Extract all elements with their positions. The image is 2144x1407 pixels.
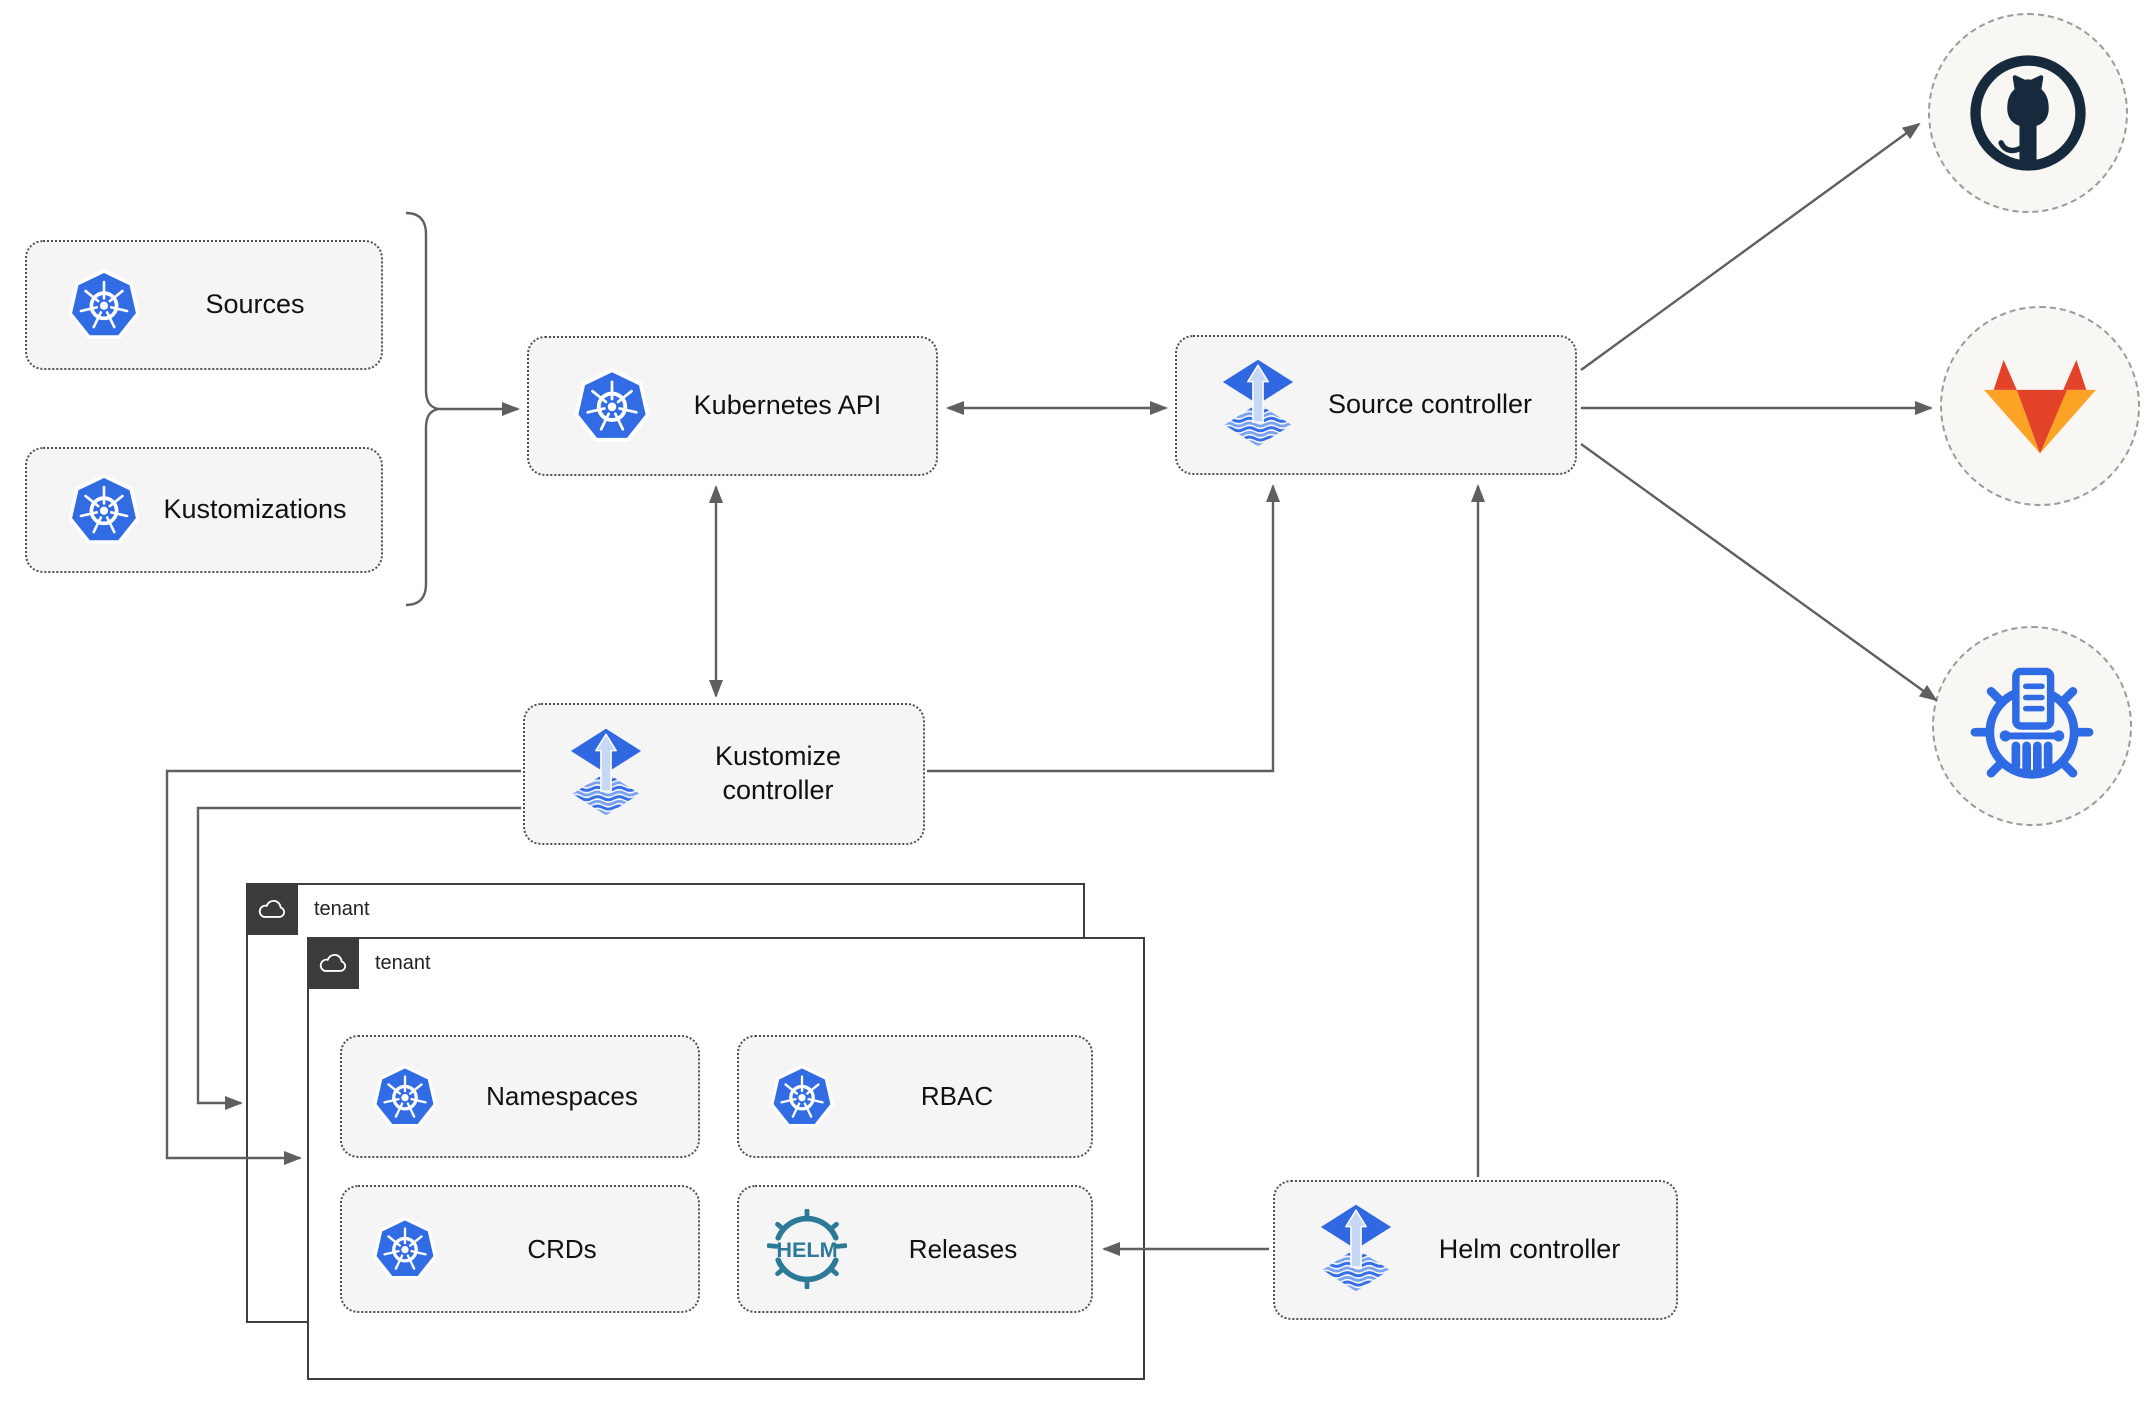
kubernetes-icon	[372, 1064, 438, 1130]
node-gitlab	[1940, 306, 2140, 506]
node-label: CRDs	[527, 1233, 597, 1264]
node-sources: Sources	[25, 240, 383, 370]
node-label: Sources	[205, 289, 305, 320]
node-label: RBAC	[920, 1081, 994, 1112]
node-label: Source controller	[1327, 389, 1533, 420]
node-chartmuseum	[1932, 626, 2132, 826]
node-kustomize-controller: Kustomize controller	[523, 703, 925, 845]
edge-source-to-chartmuseum	[1580, 443, 1938, 702]
node-releases: Releases	[737, 1185, 1093, 1313]
group-bracket	[405, 211, 439, 607]
cloud-icon	[316, 950, 350, 976]
node-rbac: RBAC	[737, 1035, 1093, 1158]
tenant-header	[307, 937, 359, 989]
edge-source-to-github	[1580, 122, 1921, 371]
kubernetes-icon	[67, 473, 141, 547]
tenant-header	[246, 883, 298, 935]
node-label: Kustomizations	[163, 494, 347, 525]
node-crds: CRDs	[340, 1185, 700, 1313]
gitlab-tanuki-icon	[1984, 355, 2096, 457]
flux-icon	[1317, 1204, 1395, 1296]
node-source-controller: Source controller	[1175, 335, 1577, 475]
tenant-label: tenant	[375, 952, 431, 974]
node-label: Helm controller	[1438, 1234, 1621, 1265]
node-kubernetes-api: Kubernetes API	[527, 336, 938, 476]
node-label: Namespaces	[486, 1081, 638, 1112]
kubernetes-icon	[769, 1064, 835, 1130]
tenant-label: tenant	[314, 898, 370, 920]
node-kustomizations: Kustomizations	[25, 447, 383, 573]
node-label: Kustomize controller	[714, 741, 842, 805]
tenant-container-front: tenant	[307, 937, 1145, 1380]
node-helm-controller: Helm controller	[1273, 1180, 1678, 1320]
cloud-icon	[255, 896, 289, 922]
kubernetes-icon	[372, 1216, 438, 1282]
node-label: Kubernetes API	[693, 390, 882, 421]
node-namespaces: Namespaces	[340, 1035, 700, 1158]
kubernetes-icon	[67, 268, 141, 342]
github-octocat-icon	[1967, 52, 2089, 174]
node-github	[1928, 13, 2128, 213]
edge-kustomize-to-source-controller	[927, 484, 1280, 773]
chartmuseum-wheel-icon	[1970, 664, 2094, 788]
helm-icon	[767, 1209, 847, 1289]
flux-icon	[567, 728, 645, 820]
flux-icon	[1219, 359, 1297, 451]
node-label: Releases	[908, 1233, 1018, 1264]
kubernetes-icon	[573, 367, 651, 445]
